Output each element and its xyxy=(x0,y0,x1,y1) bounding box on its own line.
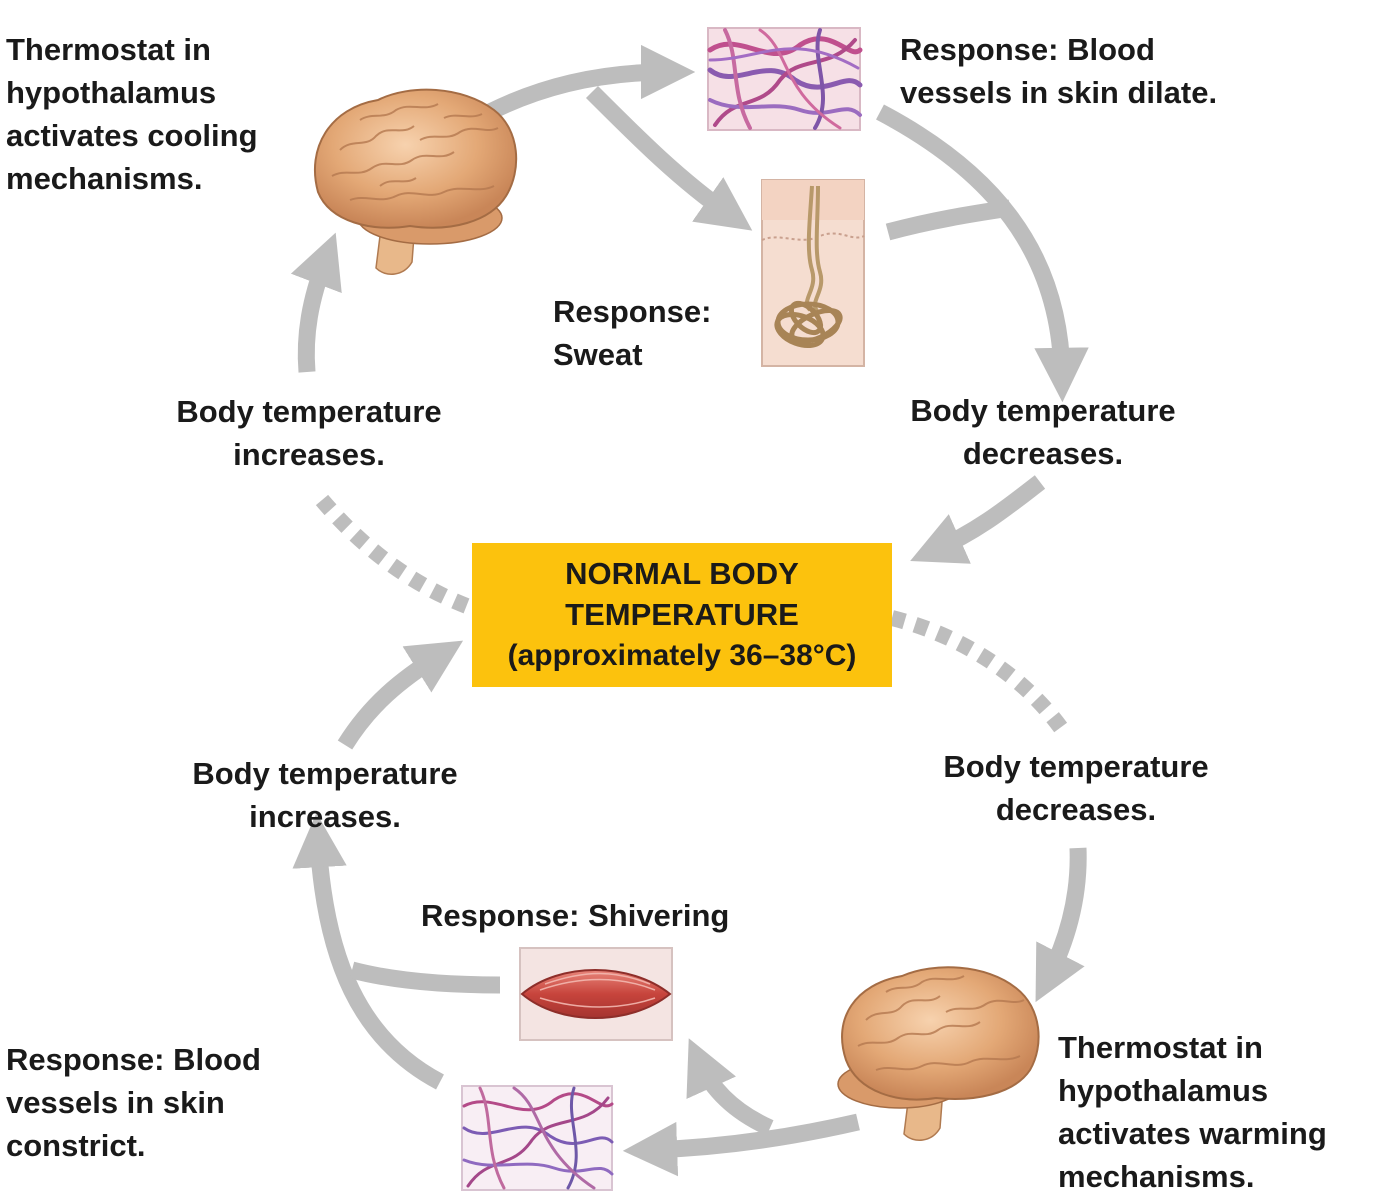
muscle-image xyxy=(519,947,673,1041)
warming-thermostat-label: Thermostat in hypothalamus activates war… xyxy=(1058,1030,1327,1194)
response-shivering-label: Response: Shivering xyxy=(421,898,730,933)
setpoint-line2: TEMPERATURE xyxy=(565,597,799,632)
cooling-temp-increases-label: Body temperature increases. xyxy=(176,394,442,472)
arrow-brain-to-muscle xyxy=(686,1038,774,1136)
brain-icon xyxy=(313,88,518,275)
cooling-loop-arrows xyxy=(290,44,1089,564)
arrow-increase-to-setpoint xyxy=(337,640,464,750)
brain-icon-lower xyxy=(837,966,1040,1141)
dotted-line-upper-left xyxy=(315,494,475,616)
normal-body-temperature-box: NORMAL BODY TEMPERATURE (approximately 3… xyxy=(472,543,892,687)
arrow-decrease-to-setpoint xyxy=(910,475,1046,564)
arrow-increase-to-brain xyxy=(290,232,342,373)
constricted-vessels-image xyxy=(461,1085,614,1191)
sweat-gland-image xyxy=(761,179,865,367)
arrow-decrease-to-brain xyxy=(1035,847,1087,1003)
warming-temp-decreases-label: Body temperature decreases. xyxy=(943,749,1209,827)
arrow-brain-to-vessels-bottom xyxy=(622,1113,860,1177)
arrow-brain-to-sweat xyxy=(585,85,753,231)
arrow-vessels-to-increase xyxy=(292,812,444,1090)
cooling-thermostat-label: Thermostat in hypothalamus activates coo… xyxy=(6,32,258,196)
arrow-brain-to-vessels xyxy=(486,44,696,120)
response-dilate-label: Response: Blood vessels in skin dilate. xyxy=(900,32,1218,110)
cooling-temp-decreases-label: Body temperature decreases. xyxy=(910,393,1176,471)
arrow-vessels-to-decrease xyxy=(876,104,1089,403)
setpoint-line1: NORMAL BODY xyxy=(565,556,799,591)
dilated-vessels-image xyxy=(707,27,863,131)
response-constrict-label: Response: Blood vessels in skin constric… xyxy=(6,1042,261,1163)
warming-loop-arrows xyxy=(292,640,1087,1177)
arrow-muscle-join xyxy=(349,961,501,994)
dotted-line-lower-right xyxy=(890,610,1073,740)
warming-temp-increases-label: Body temperature increases. xyxy=(192,756,458,834)
stimulus-dotted-lines xyxy=(315,494,1073,740)
setpoint-range: (approximately 36–38°C) xyxy=(507,639,857,672)
response-sweat-label: Response: Sweat xyxy=(553,294,712,372)
arrow-sweat-join xyxy=(885,199,1012,241)
